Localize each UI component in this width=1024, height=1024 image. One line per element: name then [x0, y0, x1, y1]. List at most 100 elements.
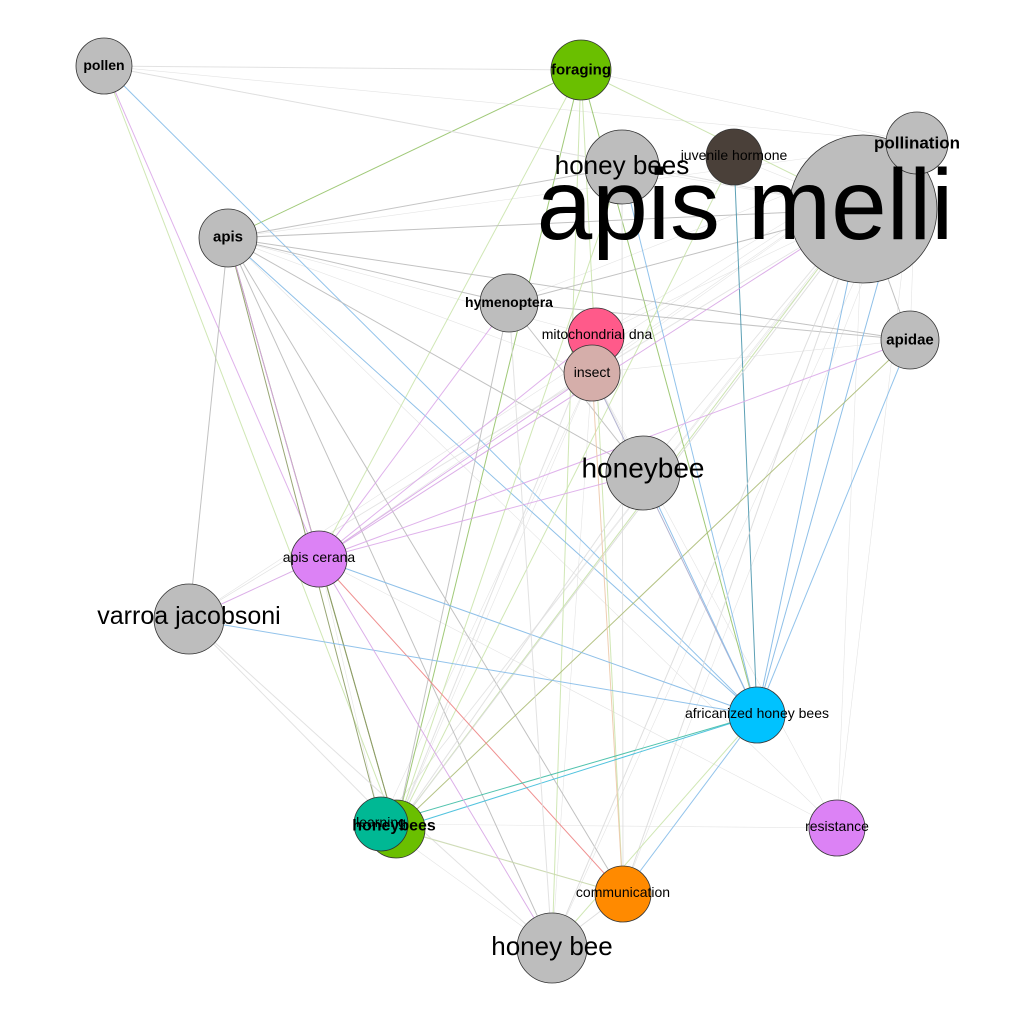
edge-apis-honey-bees — [227, 166, 623, 239]
node-apis-mellifera[interactable] — [788, 134, 938, 284]
edge-pollen-apis-cerana — [103, 65, 320, 560]
node-label-pollen: pollen — [83, 57, 124, 73]
node-label-foraging: foraging — [551, 62, 611, 79]
edge-apis-cerana-africanized-honey-bees — [318, 558, 758, 716]
edge-learning-africanized-honey-bees — [380, 714, 758, 825]
node-communication[interactable] — [594, 865, 652, 923]
node-label-learning: learning — [356, 814, 406, 830]
node-varroa-jacobsoni[interactable] — [153, 583, 225, 655]
node-layer — [75, 37, 949, 984]
faint-edge — [227, 237, 593, 374]
edge-apis-cerana-communication — [318, 558, 624, 895]
edge-apis-africanized-honey-bees — [227, 237, 758, 716]
edge-apis-apis-mellifera — [227, 208, 864, 239]
edge-hymenoptera-apis-cerana — [318, 302, 510, 560]
node-label-apis-mellifera: apis melli — [537, 149, 954, 261]
faint-edge — [551, 372, 593, 949]
edge-apis-honeybee — [227, 237, 644, 474]
node-label-africanized-honey-bees: africanized honey bees — [685, 705, 829, 721]
node-resistance[interactable] — [808, 799, 866, 857]
edge-juvenile-hormone-honeybees — [395, 156, 735, 830]
edge-apis-mellifera-honey-bee — [551, 208, 864, 949]
node-label-communication: communication — [576, 884, 670, 900]
edge-foraging-communication — [580, 69, 624, 895]
edge-foraging-apis-cerana — [318, 69, 582, 560]
edge-insect-communication — [591, 372, 624, 895]
edge-varroa-jacobsoni-honey-bee — [188, 618, 553, 949]
edge-apis-apis-cerana — [227, 237, 320, 560]
edge-varroa-jacobsoni-africanized-honey-bees — [188, 618, 758, 716]
edge-apis-communication — [227, 237, 624, 895]
edge-mitochondrial-dna-honeybees — [395, 335, 597, 830]
edge-pollen-honeybees — [103, 65, 397, 830]
faint-edge — [580, 69, 918, 144]
node-apis-cerana[interactable] — [290, 530, 348, 588]
edge-apis-cerana-honeybees — [318, 558, 397, 830]
edge-honey-bee-hymenoptera — [508, 302, 553, 949]
node-honeybee[interactable] — [605, 435, 681, 511]
edge-mitochondrial-dna-apis-cerana — [318, 335, 597, 560]
edge-honeybees-africanized-honey-bees — [395, 714, 758, 830]
node-africanized-honey-bees[interactable] — [728, 686, 786, 744]
node-label-mitochondrial-dna: mitochondrial dna — [542, 326, 653, 342]
edge-honeybee-apis-cerana — [318, 472, 644, 560]
faint-edge — [227, 237, 597, 337]
edge-honeybees-communication — [395, 828, 624, 895]
edge-apis-hymenoptera — [227, 237, 510, 304]
edge-apis-varroa-jacobsoni — [188, 237, 229, 620]
node-learning[interactable] — [353, 796, 409, 852]
edge-honey-bees-honeybees — [395, 166, 623, 830]
edge-insect-africanized-honey-bees — [591, 372, 758, 716]
node-juvenile-hormone[interactable] — [705, 128, 763, 186]
node-pollination[interactable] — [885, 111, 949, 175]
edge-apis-honey-bee — [227, 237, 553, 949]
faint-edge — [318, 558, 838, 829]
node-label-apis-cerana: apis cerana — [283, 549, 356, 565]
edge-insect-apis-cerana — [318, 372, 593, 560]
faint-edge — [395, 372, 593, 830]
edge-honey-bees-africanized-honey-bees — [621, 166, 758, 716]
node-label-resistance: resistance — [805, 818, 869, 834]
faint-edge — [103, 65, 918, 144]
node-foraging[interactable] — [550, 39, 612, 101]
edge-juvenile-hormone-africanized-honey-bees — [733, 156, 758, 716]
faint-edge — [188, 372, 593, 620]
node-hymenoptera[interactable] — [479, 273, 539, 333]
edge-hymenoptera-honeybees — [395, 302, 510, 830]
faint-edge — [836, 208, 864, 829]
node-label-pollination: pollination — [874, 134, 960, 153]
edge-honey-bee-africanized-honey-bees — [551, 714, 758, 949]
node-pollen[interactable] — [75, 37, 133, 95]
node-honey-bee[interactable] — [516, 912, 588, 984]
edge-varroa-jacobsoni-honeybees — [188, 618, 397, 830]
faint-edge — [380, 823, 838, 829]
node-honey-bees[interactable] — [584, 129, 660, 205]
edge-pollen-africanized-honey-bees — [103, 65, 758, 716]
node-apidae[interactable] — [880, 310, 940, 370]
faint-edge — [318, 558, 382, 825]
node-label-honey-bees: honey bees — [555, 150, 689, 180]
edge-communication-africanized-honey-bees — [622, 714, 758, 895]
node-label-apidae: apidae — [886, 332, 934, 349]
edge-apis-mellifera-communication — [622, 208, 864, 895]
edge-foraging-honey-bee — [551, 69, 582, 949]
edge-hymenoptera-apidae — [508, 302, 911, 341]
edge-honey-bee-apis-cerana — [318, 558, 553, 949]
edge-pollen-foraging — [103, 65, 582, 71]
node-label-hymenoptera: hymenoptera — [465, 294, 553, 310]
edge-honeybee-africanized-honey-bees — [642, 472, 758, 716]
edge-foraging-apis — [227, 69, 582, 239]
edge-apidae-africanized-honey-bees — [756, 339, 911, 716]
node-label-honeybees: honeybees — [352, 818, 436, 835]
node-label-juvenile-hormone: juvenile hormone — [680, 147, 788, 163]
node-label-insect: insect — [574, 364, 611, 380]
node-insect[interactable] — [563, 344, 621, 402]
node-apis[interactable] — [198, 208, 258, 268]
node-label-varroa-jacobsoni: varroa jacobsoni — [97, 602, 280, 630]
faint-edge — [227, 142, 918, 239]
node-label-honey-bee: honey bee — [491, 931, 612, 961]
node-label-honeybee: honeybee — [581, 453, 704, 484]
edge-apis-mellifera-africanized-honey-bees — [756, 208, 864, 716]
